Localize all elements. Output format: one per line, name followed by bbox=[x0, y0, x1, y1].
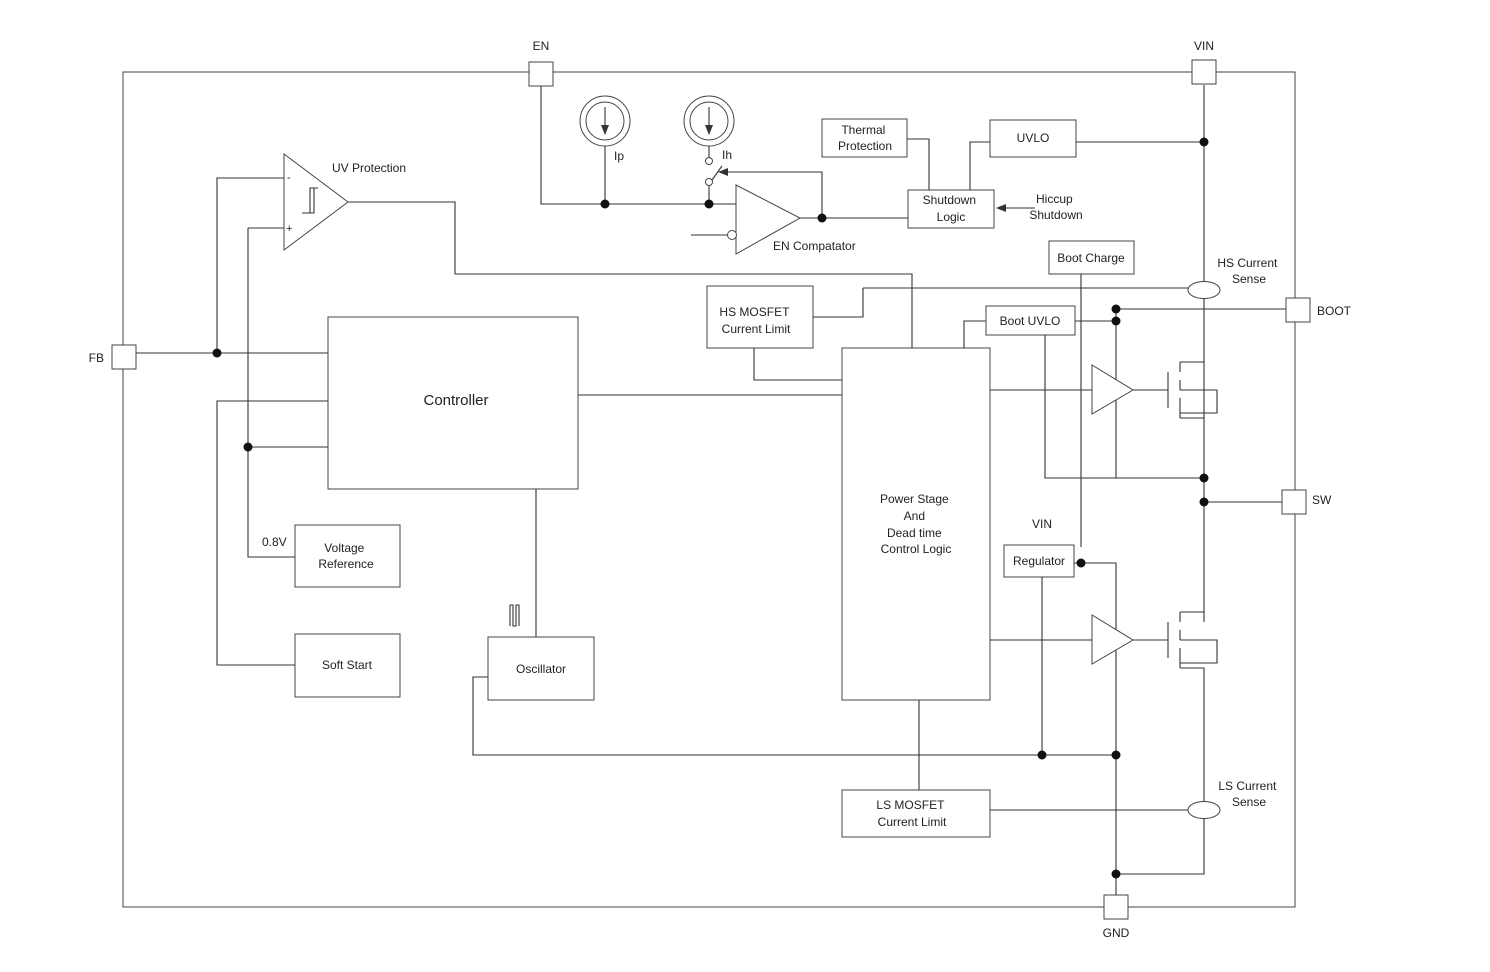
power-stage-block bbox=[841, 347, 991, 701]
shutdown-logic-label: Shutdown Logic bbox=[923, 193, 980, 224]
boot-uvlo-block bbox=[985, 305, 1076, 336]
uv-comparator-minus: - bbox=[287, 172, 291, 184]
boot-charge-label: Boot Charge bbox=[1057, 251, 1125, 265]
sw-pin bbox=[1281, 489, 1307, 515]
vin-pin-label: VIN bbox=[1194, 39, 1214, 53]
en-pin bbox=[528, 61, 554, 87]
ls-current-sense-line-2: Sense bbox=[1232, 795, 1266, 809]
ih-current-source-icon bbox=[683, 95, 735, 147]
gnd-pin bbox=[1103, 894, 1129, 920]
power-stage-line-3: Dead time bbox=[887, 526, 942, 540]
thermal-protection-line-1: Thermal bbox=[841, 123, 885, 137]
regulator-label: Regulator bbox=[1013, 554, 1065, 568]
en-comparator-label: EN Compatator bbox=[773, 239, 856, 253]
ih-label: Ih bbox=[722, 148, 732, 162]
uvlo-block bbox=[989, 119, 1077, 158]
hysteresis-switch-icon bbox=[705, 157, 723, 186]
oscillator-label: Oscillator bbox=[516, 662, 566, 676]
voltage-reference-label: Voltage Reference bbox=[318, 541, 374, 571]
shutdown-logic-line-1: Shutdown bbox=[923, 193, 976, 207]
power-stage-label: Power Stage And Dead time Control Logic bbox=[880, 492, 952, 556]
voltage-reference-line-2: Reference bbox=[318, 557, 374, 571]
voltage-reference-block bbox=[294, 524, 401, 588]
boot-charge-block bbox=[1048, 240, 1135, 275]
power-stage-line-4: Control Logic bbox=[881, 542, 952, 556]
uvlo-label: UVLO bbox=[1017, 131, 1050, 145]
oscillator-block bbox=[487, 636, 595, 701]
voltage-reference-line-1: Voltage bbox=[324, 541, 364, 555]
hs-gate-driver bbox=[1091, 364, 1134, 415]
ls-current-sense-icon bbox=[1187, 801, 1221, 819]
ip-label: Ip bbox=[614, 149, 624, 163]
thermal-protection-label: Thermal Protection bbox=[838, 123, 892, 153]
hysteresis-icon-inner bbox=[306, 188, 315, 214]
shutdown-logic-line-2: Logic bbox=[937, 210, 966, 224]
regulator-vin-label: VIN bbox=[1032, 517, 1052, 531]
regulator-block bbox=[1003, 544, 1075, 578]
uv-comparator bbox=[283, 153, 349, 251]
hs-limit-line-1: HS MOSFET bbox=[719, 305, 790, 319]
thermal-protection-block bbox=[821, 118, 908, 158]
hiccup-shutdown-line-2: Shutdown bbox=[1029, 208, 1082, 222]
ls-limit-line-1: LS MOSFET bbox=[876, 798, 945, 812]
power-stage-line-2: And bbox=[904, 509, 925, 523]
boot-pin bbox=[1285, 297, 1311, 323]
ls-current-sense-label: LS Current Sense bbox=[1218, 779, 1279, 809]
gnd-pin-label: GND bbox=[1103, 926, 1130, 940]
clock-waveform-icon bbox=[509, 604, 520, 627]
uv-protection-label: UV Protection bbox=[332, 161, 406, 175]
en-comparator-inverting-bubble bbox=[727, 230, 737, 240]
controller-block bbox=[327, 316, 579, 490]
hs-limit-line-2: Current Limit bbox=[722, 322, 791, 336]
sw-pin-label: SW bbox=[1312, 493, 1332, 507]
en-pin-label: EN bbox=[533, 39, 550, 53]
vref-value-label: 0.8V bbox=[262, 535, 287, 549]
hiccup-shutdown-label: Hiccup Shutdown bbox=[1029, 192, 1082, 222]
hs-mosfet-current-limit-block bbox=[706, 285, 814, 349]
ls-current-sense-line-1: LS Current bbox=[1218, 779, 1277, 793]
ls-mosfet-current-limit-block bbox=[841, 789, 991, 838]
boot-uvlo-label: Boot UVLO bbox=[1000, 314, 1061, 328]
hiccup-shutdown-line-1: Hiccup bbox=[1036, 192, 1073, 206]
soft-start-label: Soft Start bbox=[322, 658, 373, 672]
fb-pin-label: FB bbox=[89, 351, 104, 365]
hs-current-sense-line-1: HS Current bbox=[1217, 256, 1278, 270]
shutdown-logic-block bbox=[907, 189, 995, 229]
hs-current-sense-label: HS Current Sense bbox=[1217, 256, 1280, 286]
soft-start-block bbox=[294, 633, 401, 698]
boot-pin-label: BOOT bbox=[1317, 304, 1352, 318]
junction-dots bbox=[212, 137, 1209, 879]
power-stage-line-1: Power Stage bbox=[880, 492, 949, 506]
thermal-protection-line-2: Protection bbox=[838, 139, 892, 153]
ls-limit-line-2: Current Limit bbox=[878, 815, 947, 829]
hs-current-sense-icon bbox=[1187, 281, 1221, 299]
fb-pin bbox=[111, 344, 137, 370]
vin-pin bbox=[1191, 59, 1217, 85]
en-comparator bbox=[735, 184, 802, 255]
hs-current-sense-line-2: Sense bbox=[1232, 272, 1266, 286]
hs-mosfet-current-limit-label: HS MOSFET Current Limit bbox=[719, 305, 792, 336]
ls-mosfet-current-limit-label: LS MOSFET Current Limit bbox=[876, 798, 947, 829]
ls-gate-driver bbox=[1091, 614, 1134, 665]
wires bbox=[136, 85, 1286, 895]
ip-current-source-icon bbox=[579, 95, 631, 147]
controller-label: Controller bbox=[423, 392, 488, 409]
uv-comparator-plus: + bbox=[286, 223, 292, 235]
